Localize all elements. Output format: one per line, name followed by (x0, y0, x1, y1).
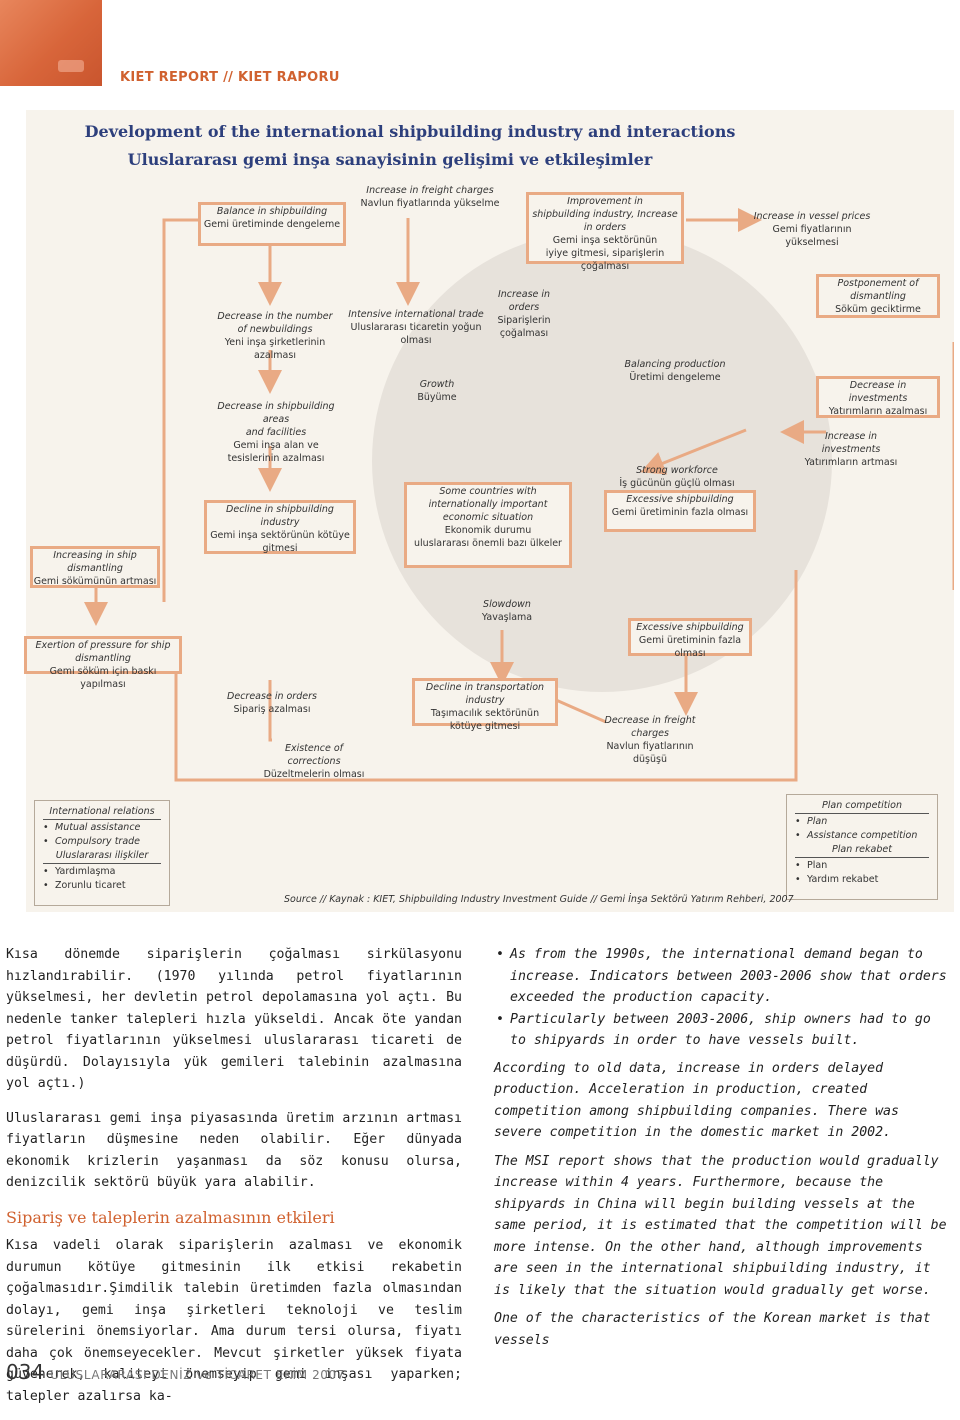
legend-left-item: Mutual assistance (43, 821, 161, 835)
legend-international-relations: International relations Mutual assistanc… (34, 800, 170, 906)
section-heading: Sipariş ve taleplerin azalmasının etkile… (6, 1207, 335, 1227)
report-tag: KIET REPORT // KIET RAPORU (120, 70, 340, 85)
publication-name: ULUSLARARASI DENİZ ve TİCARET EKİM 2007 (50, 1368, 346, 1382)
legend-left-item: Compulsory trade (43, 835, 161, 849)
left-paragraph-2: Uluslararası gemi inşa piyasasında üreti… (6, 1110, 462, 1191)
legend-right-head-tr: Plan rekabet (795, 843, 929, 858)
connector-bottom-loop (174, 570, 798, 782)
right-paragraph-3: One of the characteristics of the Korean… (494, 1311, 931, 1348)
legend-right-item: Plan (795, 859, 929, 873)
corner-decoration (0, 0, 102, 86)
legend-left-head-tr: Uluslararası ilişkiler (43, 849, 161, 864)
right-paragraph-2: The MSI report shows that the production… (494, 1153, 947, 1298)
right-bullet: Particularly between 2003-2006, ship own… (494, 1009, 954, 1052)
connector-orders-to-corrections (268, 680, 272, 742)
legend-right-head-en: Plan competition (795, 799, 929, 814)
growth-circle (372, 230, 832, 692)
left-column: Kısa dönemde siparişlerin çoğalması sirk… (6, 944, 462, 1420)
legend-right-item: Assistance competition (795, 829, 929, 843)
legend-right-item: Plan (795, 815, 929, 829)
figure-title-tr: Uluslararası gemi inşa sanayisinin geliş… (127, 150, 653, 169)
diagram-connectors (84, 208, 954, 782)
right-bullet: As from the 1990s, the international dem… (494, 944, 954, 1009)
right-column: As from the 1990s, the international dem… (494, 944, 954, 1358)
legend-plan-competition: Plan competition Plan Assistance competi… (786, 794, 938, 900)
corner-mark (58, 60, 84, 72)
right-bullet-list: As from the 1990s, the international dem… (494, 944, 954, 1052)
left-paragraph-1: Kısa dönemde siparişlerin çoğalması sirk… (6, 947, 462, 1091)
page-footer: 034 ULUSLARARASI DENİZ ve TİCARET EKİM 20… (6, 1360, 345, 1384)
right-paragraph-1: According to old data, increase in order… (494, 1060, 899, 1141)
connector-invest-to-balancing (640, 428, 747, 475)
diagram-figure: Development of the international shipbui… (24, 110, 954, 912)
legend-left-item: Zorunlu ticaret (43, 879, 161, 893)
node-pressure-dismantling: Exertion of pressure for ship dismantlin… (24, 636, 182, 690)
left-paragraph-3: Kısa vadeli olarak siparişlerin azalması… (6, 1238, 462, 1404)
figure-source: Source // Kaynak : KIET, Shipbuilding In… (284, 894, 794, 905)
legend-left-item: Yardımlaşma (43, 865, 161, 879)
legend-right-item: Yardım rekabet (795, 873, 929, 887)
legend-left-head-en: International relations (43, 805, 161, 820)
figure-title-en: Development of the international shipbui… (84, 122, 736, 141)
connector-left-loop (162, 218, 200, 602)
connector-transport-to-freight (555, 698, 607, 724)
page-number: 034 (6, 1360, 45, 1384)
